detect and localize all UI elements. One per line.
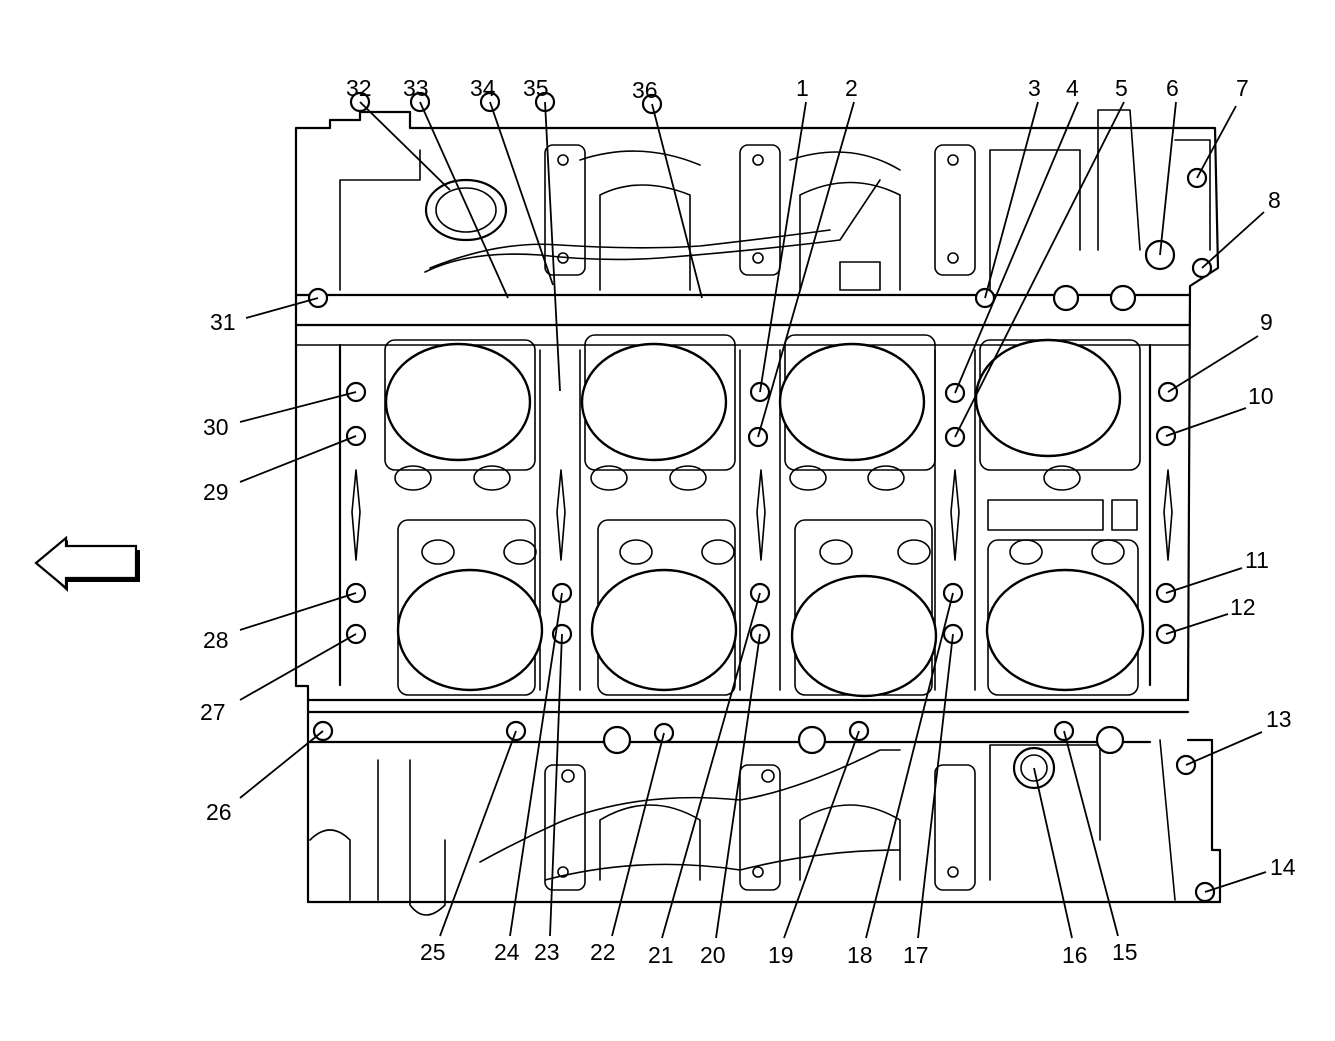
callout-4: 4: [1066, 75, 1079, 101]
callout-5: 5: [1115, 75, 1128, 101]
leader-line-29: [239, 435, 357, 483]
leader-line-13: [1185, 731, 1263, 766]
bolt-hole-group: [307, 91, 1216, 903]
leader-line-30: [239, 391, 357, 423]
callout-26: 26: [206, 799, 232, 825]
callout-17: 17: [903, 942, 929, 968]
leader-line-20: [715, 633, 761, 939]
leader-line-23: [549, 633, 563, 937]
callout-1: 1: [796, 75, 809, 101]
leader-line-7: [1196, 105, 1237, 179]
leader-line-26: [239, 730, 324, 799]
leader-line-35: [544, 101, 561, 392]
callout-2: 2: [845, 75, 858, 101]
leader-line-17: [917, 633, 954, 939]
callout-21: 21: [648, 942, 674, 968]
callout-25: 25: [420, 939, 446, 965]
callout-18: 18: [847, 942, 873, 968]
callout-30: 30: [203, 414, 229, 440]
leader-line-1: [759, 101, 807, 393]
callout-22: 22: [590, 939, 616, 965]
leader-line-18: [865, 592, 954, 939]
leader-line-21: [661, 592, 761, 939]
leader-line-28: [239, 592, 357, 631]
leader-line-32: [359, 101, 451, 191]
leader-line-9: [1167, 335, 1259, 393]
callout-11: 11: [1245, 547, 1269, 573]
callout-32: 32: [346, 75, 372, 101]
callout-34: 34: [470, 75, 496, 101]
callout-13: 13: [1266, 706, 1292, 732]
engine-block: [294, 109, 1222, 916]
callout-35: 35: [523, 75, 549, 101]
callout-33: 33: [403, 75, 429, 101]
leader-line-14: [1204, 871, 1267, 893]
leader-line-27: [239, 633, 357, 701]
leader-line-33: [419, 101, 509, 299]
callout-9: 9: [1260, 309, 1273, 335]
leader-line-19: [783, 730, 860, 939]
callout-6: 6: [1166, 75, 1179, 101]
callout-15: 15: [1112, 939, 1138, 965]
callout-29: 29: [203, 479, 229, 505]
leader-line-2: [757, 101, 855, 438]
leader-line-group: [239, 101, 1267, 939]
leader-line-24: [509, 592, 563, 937]
callout-36: 36: [632, 77, 658, 103]
left-arrow-icon: [34, 535, 140, 592]
leader-line-31: [245, 297, 319, 319]
callout-labels: 1 2 3 4 5 6 7 8 9 10 11 12 13 14 15 16 1…: [200, 75, 1296, 968]
leader-line-34: [489, 101, 554, 286]
leader-line-5: [954, 101, 1125, 438]
leader-line-6: [1159, 101, 1177, 256]
leader-line-10: [1165, 407, 1247, 437]
leader-line-4: [954, 101, 1079, 394]
callout-3: 3: [1028, 75, 1041, 101]
leader-line-25: [439, 730, 517, 937]
callout-8: 8: [1268, 187, 1281, 213]
leader-line-11: [1165, 567, 1243, 594]
callout-12: 12: [1230, 594, 1256, 620]
leader-line-22: [611, 732, 665, 937]
callout-24: 24: [494, 939, 520, 965]
callout-20: 20: [700, 942, 726, 968]
leader-line-15: [1063, 730, 1119, 937]
leader-line-3: [984, 101, 1039, 299]
callout-28: 28: [203, 627, 229, 653]
callout-14: 14: [1270, 854, 1296, 880]
callout-27: 27: [200, 699, 226, 725]
callout-23: 23: [534, 939, 560, 965]
leader-line-16: [1033, 767, 1073, 939]
callout-7: 7: [1236, 75, 1249, 101]
leader-line-8: [1201, 211, 1265, 269]
callout-19: 19: [768, 942, 794, 968]
leader-line-36: [651, 103, 703, 299]
callout-31: 31: [210, 309, 236, 335]
leader-line-12: [1165, 613, 1229, 635]
callout-10: 10: [1248, 383, 1274, 409]
callout-16: 16: [1062, 942, 1088, 968]
